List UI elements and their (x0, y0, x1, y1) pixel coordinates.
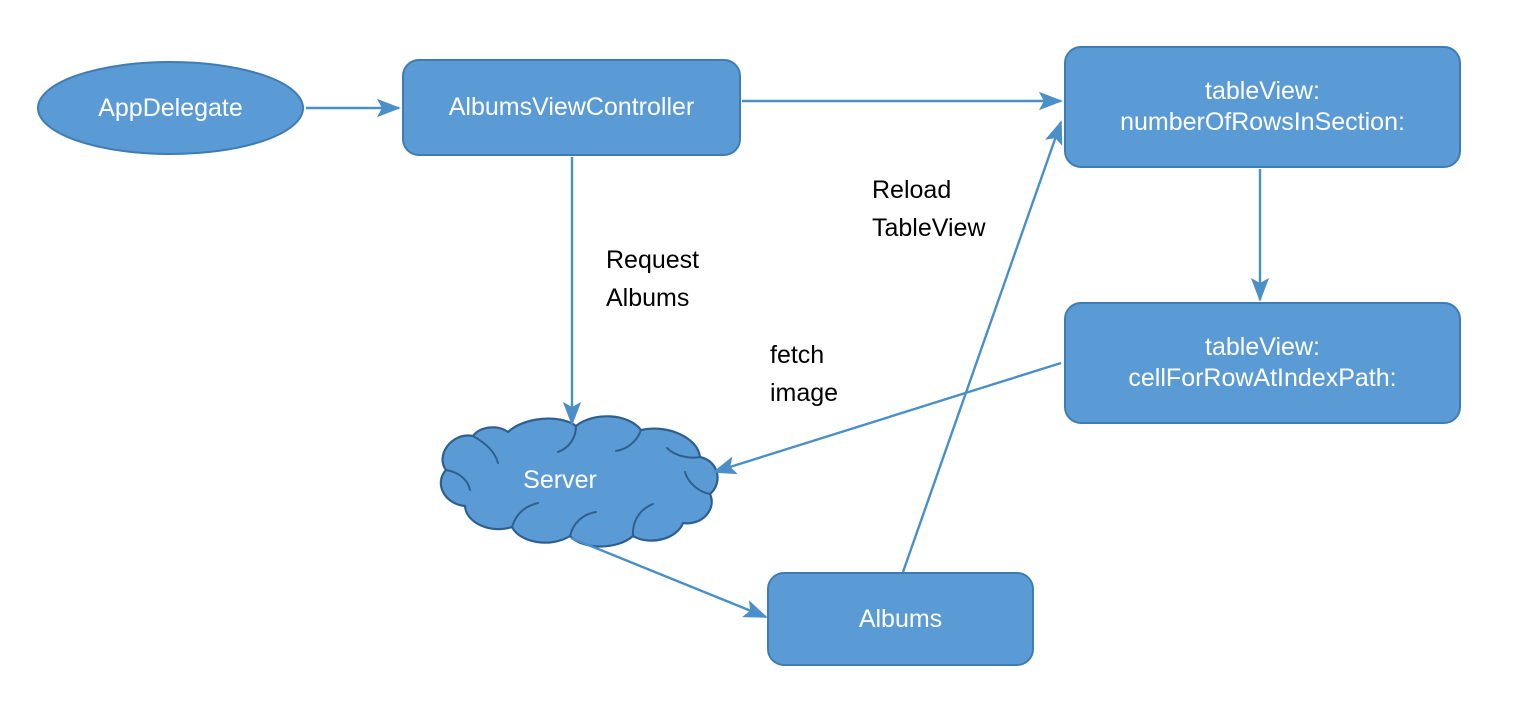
node-albums[interactable] (767, 572, 1034, 666)
edge-label-reload-tableview: Reload TableView (872, 176, 986, 242)
edge-cell-for-row-to-server (712, 361, 1062, 475)
edge-label-request-albums: Request Albums (606, 246, 700, 312)
node-server-cloud[interactable] (439, 415, 719, 548)
node-table-view-number-of-rows[interactable] (1064, 46, 1461, 168)
node-table-view-cell-for-row[interactable] (1064, 302, 1461, 424)
edge-albums-to-number-of-rows (901, 120, 1063, 573)
node-albums-view-controller[interactable] (402, 59, 741, 156)
edge-label-fetch-image: fetch image (770, 341, 839, 407)
edge-server-to-albums (570, 536, 768, 619)
node-app-delegate[interactable] (37, 61, 304, 155)
